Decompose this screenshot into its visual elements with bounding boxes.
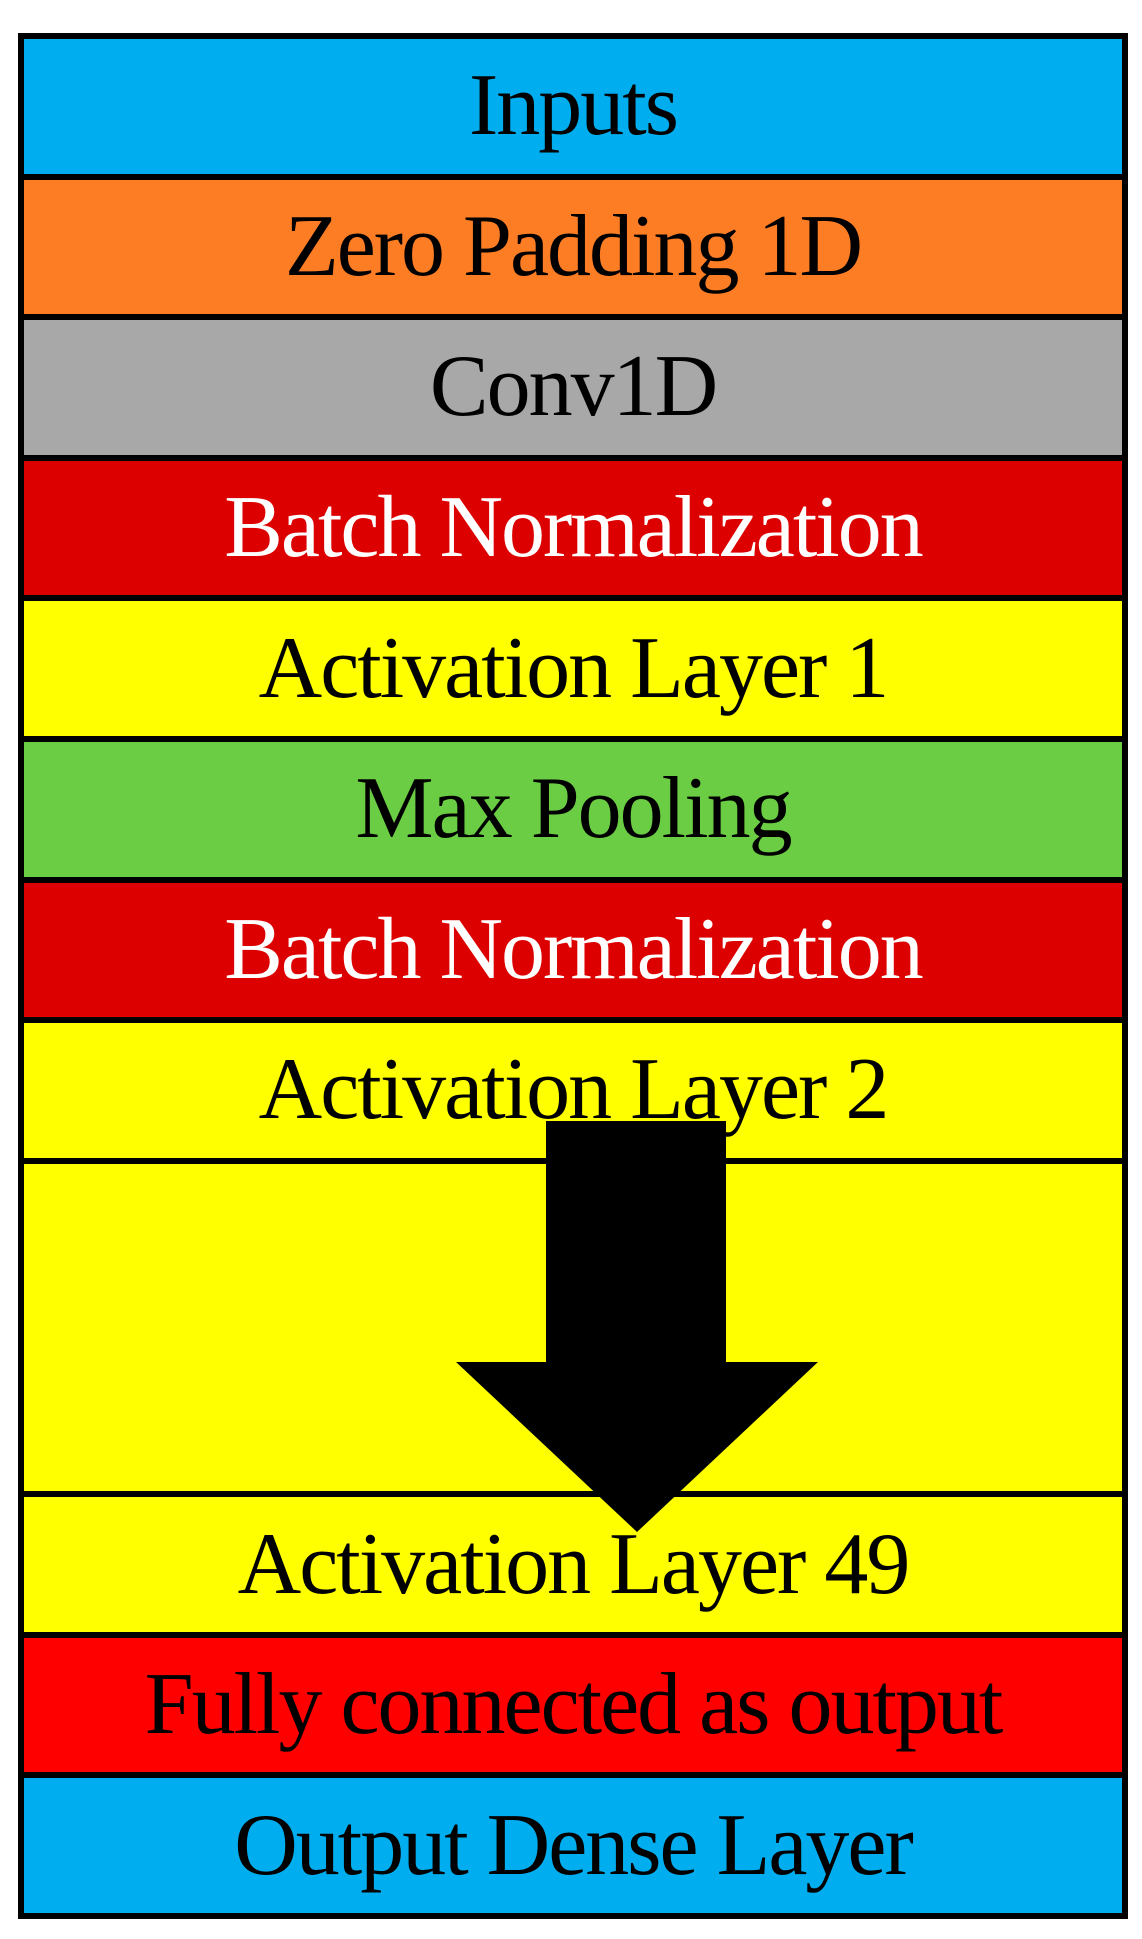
down-arrow-shape bbox=[456, 1121, 818, 1532]
layer-activation-49: Activation Layer 49 bbox=[24, 1491, 1122, 1632]
layer-label: Batch Normalization bbox=[224, 479, 924, 577]
layer-fully-connected-output: Fully connected as output bbox=[24, 1631, 1122, 1773]
layer-inputs: Inputs bbox=[24, 39, 1122, 174]
layer-label: Max Pooling bbox=[355, 760, 792, 858]
layer-output-dense: Output Dense Layer bbox=[24, 1772, 1122, 1913]
layer-conv1d: Conv1D bbox=[24, 314, 1122, 455]
layer-batch-normalization-2: Batch Normalization bbox=[24, 876, 1122, 1018]
layer-max-pooling: Max Pooling bbox=[24, 735, 1122, 877]
layer-label: Inputs bbox=[469, 57, 679, 155]
layer-label: Fully connected as output bbox=[144, 1656, 1004, 1754]
layer-label: Batch Normalization bbox=[224, 900, 924, 998]
layer-label: Output Dense Layer bbox=[234, 1796, 914, 1894]
down-arrow-icon bbox=[456, 1121, 818, 1532]
layer-activation-1: Activation Layer 1 bbox=[24, 595, 1122, 736]
layer-label: Zero Padding 1D bbox=[284, 197, 863, 295]
layer-stack: Inputs Zero Padding 1D Conv1D Batch Norm… bbox=[18, 33, 1128, 1919]
layer-label: Conv1D bbox=[429, 338, 718, 436]
layer-label: Activation Layer 49 bbox=[237, 1515, 911, 1613]
layer-batch-normalization-1: Batch Normalization bbox=[24, 454, 1122, 596]
layer-zero-padding-1d: Zero Padding 1D bbox=[24, 173, 1122, 315]
layer-label: Activation Layer 1 bbox=[258, 619, 890, 717]
layer-label: Activation Layer 2 bbox=[258, 1041, 890, 1139]
